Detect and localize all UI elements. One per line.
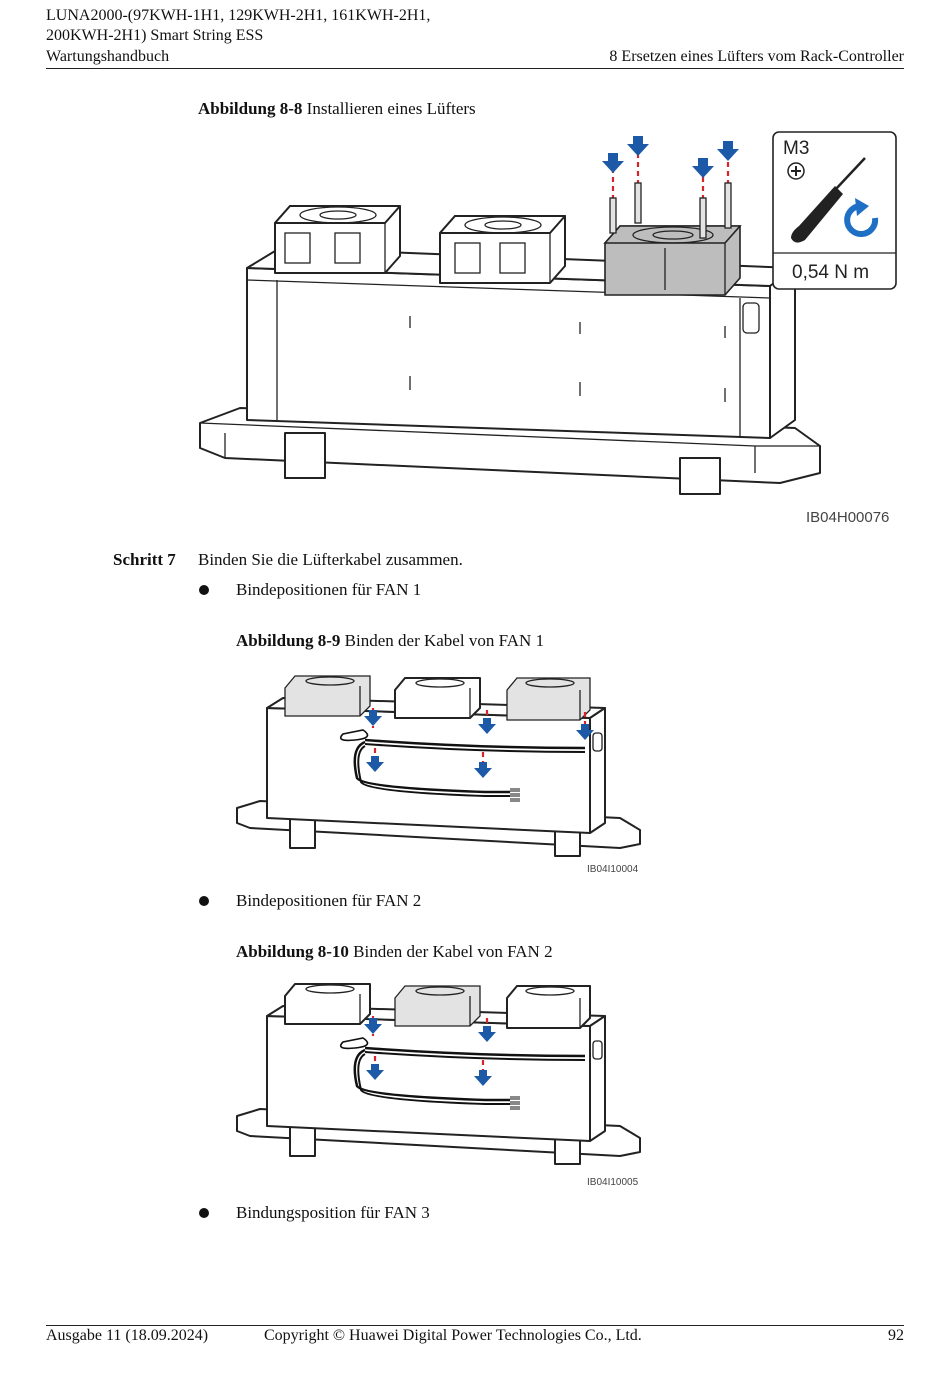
figure-8-10-code: IB04I10005 xyxy=(587,1177,639,1188)
figure-8-8-label: Abbildung 8-8 xyxy=(198,99,303,118)
rotate-clockwise-icon xyxy=(844,198,879,237)
controller-side xyxy=(589,707,606,834)
figure-8-9-code: IB04I10004 xyxy=(587,864,639,875)
foot-left xyxy=(284,432,326,479)
controller-side xyxy=(589,1015,606,1142)
footer-rule xyxy=(46,1325,904,1326)
arrow-down-icon xyxy=(364,708,594,778)
foot-left xyxy=(289,817,316,849)
torque-spec-box: M3 0,54 N m xyxy=(772,131,897,290)
fan-1-highlighted xyxy=(284,675,371,717)
side-port xyxy=(742,302,760,334)
arrow-down-icon xyxy=(364,1016,496,1086)
phillips-screw-icon xyxy=(787,162,805,180)
screwdriver-icon xyxy=(791,157,866,243)
footer-page-number: 92 xyxy=(888,1327,904,1344)
fan-2-highlighted xyxy=(394,985,481,1027)
foot-right xyxy=(554,830,581,857)
fan-3-highlighted xyxy=(603,225,742,296)
header-product-line1: LUNA2000-(97KWH-1H1, 129KWH-2H1, 161KWH-… xyxy=(46,7,431,24)
bullet-dot xyxy=(199,585,209,595)
figure-8-9-title: Binden der Kabel von FAN 1 xyxy=(344,631,545,650)
fan-3 xyxy=(506,677,591,721)
fan-2 xyxy=(394,677,481,719)
controller-side xyxy=(769,267,796,439)
step-text: Binden Sie die Lüfterkabel zusammen. xyxy=(198,550,463,569)
figure-8-9-caption: Abbildung 8-9 Binden der Kabel von FAN 1 xyxy=(236,631,544,651)
torque-text: 0,54 N m xyxy=(792,262,869,283)
fan-3 xyxy=(506,985,591,1029)
header-doc-type: Wartungshandbuch xyxy=(46,48,170,65)
foot-right xyxy=(554,1138,581,1165)
figure-8-10-caption: Abbildung 8-10 Binden der Kabel von FAN … xyxy=(236,942,553,962)
arrow-down-icon xyxy=(602,136,739,178)
footer-copyright: Copyright © Huawei Digital Power Technol… xyxy=(264,1327,642,1344)
figure-8-10-illustration xyxy=(236,983,641,1165)
fan-2 xyxy=(439,215,566,284)
cable-bundle xyxy=(339,1037,586,1110)
figure-8-8-code: IB04H00076 xyxy=(806,509,890,526)
foot-right xyxy=(679,457,721,495)
header-chapter: 8 Ersetzen eines Lüfters vom Rack-Contro… xyxy=(609,48,904,65)
bullet-dot xyxy=(199,1208,209,1218)
foot-left xyxy=(289,1125,316,1157)
figure-8-8-illustration: M3 0,54 N m xyxy=(199,131,897,495)
fan-1 xyxy=(284,983,371,1025)
screw-spec-text: M3 xyxy=(783,138,809,159)
controller-body xyxy=(266,707,591,834)
footer-edition: Ausgabe 11 (18.09.2024) xyxy=(46,1327,209,1344)
header-product-line2: 200KWH-2H1) Smart String ESS xyxy=(46,27,264,44)
header-rule xyxy=(46,68,904,69)
bullet-dot xyxy=(199,896,209,906)
figure-8-10-label: Abbildung 8-10 xyxy=(236,942,349,961)
cable-bundle xyxy=(339,729,586,802)
figure-8-8-title: Installieren eines Lüfters xyxy=(306,99,476,118)
figure-8-9-illustration xyxy=(236,675,641,857)
figure-8-9-label: Abbildung 8-9 xyxy=(236,631,341,650)
figure-8-8-caption: Abbildung 8-8 Installieren eines Lüfters xyxy=(198,99,476,119)
figure-8-10-title: Binden der Kabel von FAN 2 xyxy=(353,942,553,961)
bullet-fan-3: Bindungsposition für FAN 3 xyxy=(236,1203,430,1222)
bullet-fan-2: Bindepositionen für FAN 2 xyxy=(236,891,422,910)
step-label: Schritt 7 xyxy=(113,550,176,569)
controller-body xyxy=(266,1015,591,1142)
fan-1 xyxy=(274,205,401,274)
bullet-fan-1: Bindepositionen für FAN 1 xyxy=(236,580,422,599)
